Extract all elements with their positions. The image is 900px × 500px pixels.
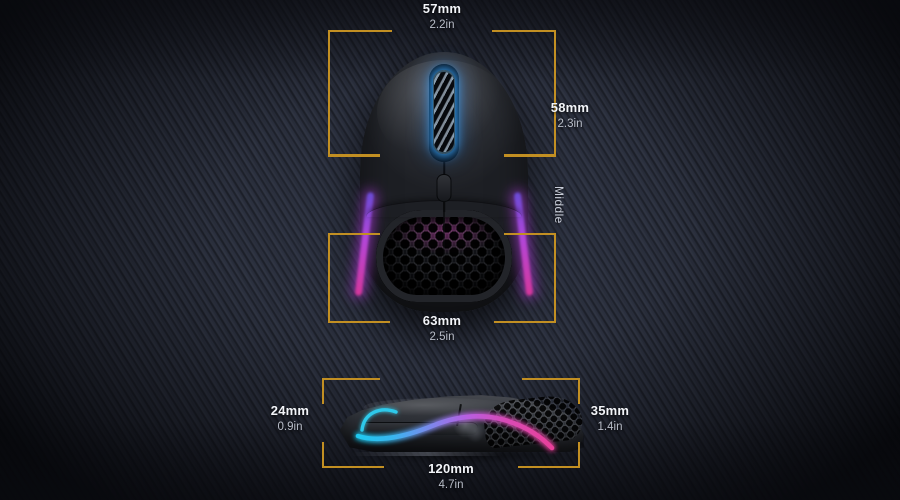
bracket-side-profile [322, 378, 580, 468]
cable-line [443, 198, 445, 262]
mouse-top-view [354, 52, 534, 312]
dimension-value-mm: 35mm [590, 403, 630, 418]
dimension-value-in: 0.9in [277, 420, 303, 433]
dimension-value-in: 2.5in [429, 330, 455, 343]
dimension-length: 120mm 4.7in [391, 461, 511, 491]
mouse-foot [352, 452, 502, 456]
dimension-front-height: 24mm 0.9in [252, 403, 328, 433]
dimension-value-in: 2.3in [557, 117, 583, 130]
dimension-grip-width: 58mm 2.3in [515, 100, 625, 130]
dimension-value-in: 1.4in [597, 420, 623, 433]
dimension-rear-width: 63mm 2.5in [382, 313, 502, 343]
dimension-rear-height: 35mm 1.4in [572, 403, 648, 433]
label-middle: Middle [552, 186, 566, 224]
honeycomb-shell [376, 210, 512, 302]
dimension-value-mm: 24mm [270, 403, 310, 418]
shell-highlight [364, 398, 514, 416]
scroll-wheel-tread [434, 72, 454, 152]
bracket-top-width [328, 30, 556, 156]
dimension-value-mm: 58mm [550, 100, 590, 115]
dimension-top-width: 57mm 2.2in [382, 1, 502, 31]
bracket-grip-width [328, 155, 556, 157]
mouse-side-view [340, 386, 585, 462]
bracket-rear-width [328, 233, 556, 323]
dpi-button [436, 174, 452, 202]
dimension-value-in: 4.7in [438, 478, 464, 491]
dimension-value-mm: 57mm [422, 1, 462, 16]
dimension-value-mm: 63mm [422, 313, 462, 328]
rgb-light-bar-icon [355, 408, 555, 451]
dimension-value-mm: 120mm [428, 461, 474, 476]
scroll-wheel-icon [433, 70, 455, 154]
dimension-value-in: 2.2in [429, 18, 455, 31]
